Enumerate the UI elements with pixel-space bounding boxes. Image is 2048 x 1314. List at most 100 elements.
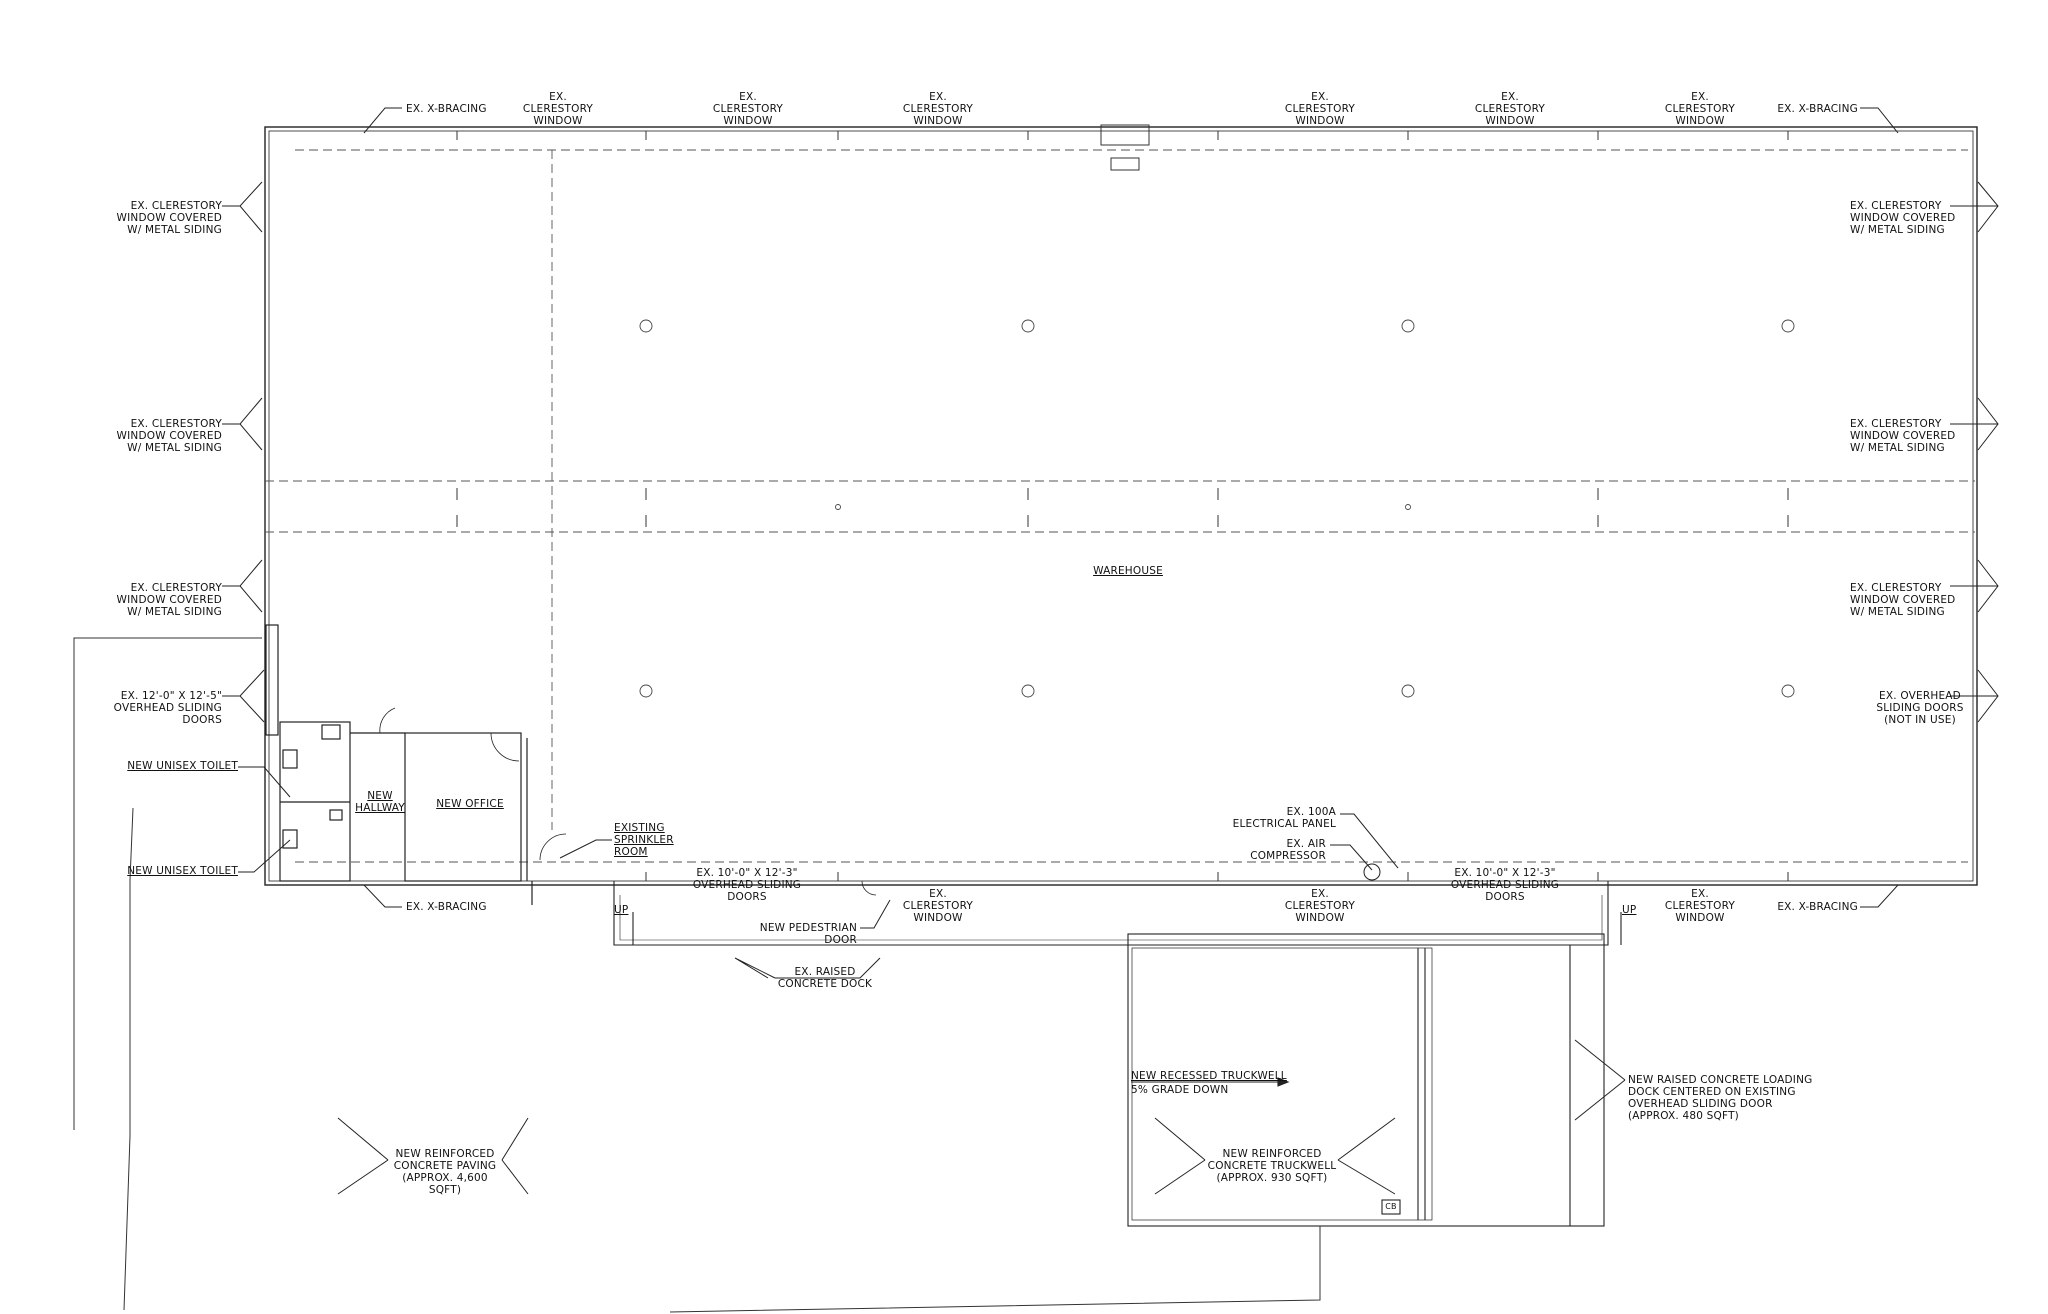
site-boundary-bottom bbox=[669, 1226, 1321, 1313]
building-outer-wall bbox=[264, 126, 1978, 886]
column-marker bbox=[1401, 319, 1415, 333]
new-office-label: NEW OFFICE bbox=[436, 798, 504, 810]
top-leader-xbracing-right bbox=[1860, 107, 1899, 134]
column-marker bbox=[1401, 684, 1415, 698]
catch-basin bbox=[1381, 1199, 1401, 1215]
bottom-overhead-doors-right-label: EX. 10'-0" X 12'-3" OVERHEAD SLIDING DOO… bbox=[1450, 867, 1560, 903]
column-marker bbox=[1021, 684, 1035, 698]
concrete-paving-label: NEW REINFORCED CONCRETE PAVING (APPROX. … bbox=[393, 1148, 497, 1196]
air-compressor-symbol bbox=[1363, 863, 1381, 881]
office-room-wall bbox=[404, 732, 522, 882]
new-hallway-label: NEW HALLWAY bbox=[355, 790, 405, 814]
raised-dock-leader-2 bbox=[775, 957, 881, 979]
compressor-leader bbox=[1330, 844, 1373, 871]
bottom-x-bracing-left-label: EX. X-BRACING bbox=[406, 901, 487, 913]
top-clerestory-label-4: EX. CLERESTORY WINDOW bbox=[1284, 91, 1356, 127]
sink-fixture bbox=[321, 724, 341, 740]
warehouse-label: WAREHOUSE bbox=[1093, 565, 1163, 577]
sink-fixture bbox=[329, 809, 343, 821]
top-x-bracing-left-label: EX. X-BRACING bbox=[406, 103, 487, 115]
column-marker bbox=[639, 319, 653, 333]
electrical-panel-label: EX. 100A ELECTRICAL PANEL bbox=[1232, 806, 1336, 830]
unisex-toilet-label-2: NEW UNISEX TOILET bbox=[127, 865, 238, 877]
top-clerestory-label-5: EX. CLERESTORY WINDOW bbox=[1474, 91, 1546, 127]
loading-dock-leader bbox=[1574, 1079, 1626, 1121]
left-door-frame bbox=[265, 624, 279, 736]
up-arrow-label-right: UP bbox=[1622, 904, 1637, 916]
left-leader-4 bbox=[239, 669, 265, 723]
electrical-leader bbox=[1340, 813, 1399, 869]
truckwell-leader bbox=[1154, 1117, 1206, 1161]
bottom-clerestory-label-c: EX. CLERESTORY WINDOW bbox=[1664, 888, 1736, 924]
recessed-truckwell-label: NEW RECESSED TRUCKWELL bbox=[1131, 1070, 1287, 1082]
top-x-bracing-right-label: EX. X-BRACING bbox=[1777, 103, 1858, 115]
truckwell-inner bbox=[1131, 947, 1433, 1221]
toilet-fixture bbox=[282, 749, 298, 769]
bottom-clerestory-label-b: EX. CLERESTORY WINDOW bbox=[1284, 888, 1356, 924]
office-door-swing bbox=[490, 732, 520, 762]
building-inner-wall bbox=[268, 130, 1974, 882]
site-boundary-paving bbox=[123, 807, 134, 1311]
hallway-door-swing bbox=[379, 707, 396, 734]
right-covered-window-label-1: EX. CLERESTORY WINDOW COVERED W/ METAL S… bbox=[1850, 200, 1956, 236]
loading-dock-label: NEW RAISED CONCRETE LOADING DOCK CENTERE… bbox=[1628, 1074, 1813, 1122]
left-covered-window-label-3: EX. CLERESTORY WINDOW COVERED W/ METAL S… bbox=[116, 582, 222, 618]
loading-dock-leader bbox=[1574, 1039, 1626, 1081]
left-leader-3 bbox=[239, 559, 263, 613]
site-boundary-left bbox=[73, 637, 262, 1130]
grade-down-label: 5% GRADE DOWN bbox=[1131, 1084, 1229, 1096]
column-marker bbox=[639, 684, 653, 698]
column-marker-small bbox=[835, 504, 841, 510]
paving-leader bbox=[337, 1117, 389, 1161]
bottom-leader-xbracing-left bbox=[363, 884, 402, 908]
pedestrian-door-swing bbox=[861, 880, 877, 896]
truckwell-leader bbox=[1154, 1159, 1206, 1195]
left-leader-2 bbox=[239, 397, 263, 451]
grade-arrowhead bbox=[1277, 1077, 1290, 1087]
bottom-leader-xbracing-right bbox=[1860, 884, 1899, 908]
bottom-x-bracing-right-label: EX. X-BRACING bbox=[1777, 901, 1858, 913]
right-covered-window-label-2: EX. CLERESTORY WINDOW COVERED W/ METAL S… bbox=[1850, 418, 1956, 454]
top-clerestory-label-1: EX. CLERESTORY WINDOW bbox=[522, 91, 594, 127]
raised-dock-inner bbox=[619, 895, 1603, 941]
column-marker bbox=[1781, 684, 1795, 698]
left-covered-window-label-2: EX. CLERESTORY WINDOW COVERED W/ METAL S… bbox=[116, 418, 222, 454]
recessed-truckwell-outline bbox=[1127, 933, 1605, 1227]
column-marker bbox=[1781, 319, 1795, 333]
catch-basin-label: CB bbox=[1385, 1202, 1397, 1211]
sprinkler-leader bbox=[559, 839, 612, 859]
paving-leader bbox=[501, 1117, 529, 1161]
raised-dock-label: EX. RAISED CONCRETE DOCK bbox=[777, 966, 873, 990]
toilet-leader-2 bbox=[238, 839, 291, 873]
raised-dock-leader bbox=[734, 957, 776, 979]
left-covered-window-label-1: EX. CLERESTORY WINDOW COVERED W/ METAL S… bbox=[116, 200, 222, 236]
top-clerestory-label-2: EX. CLERESTORY WINDOW bbox=[712, 91, 784, 127]
up-arrow-label-left: UP bbox=[614, 904, 629, 916]
sprinkler-room-label: EXISTING SPRINKLER ROOM bbox=[614, 822, 674, 858]
paving-leader bbox=[337, 1159, 389, 1195]
bottom-overhead-doors-left-label: EX. 10'-0" X 12'-3" OVERHEAD SLIDING DOO… bbox=[692, 867, 802, 903]
left-leader-1 bbox=[239, 181, 263, 233]
column-marker-small bbox=[1405, 504, 1411, 510]
left-overhead-doors-label: EX. 12'-0" X 12'-5" OVERHEAD SLIDING DOO… bbox=[113, 690, 222, 726]
roof-fixture-base bbox=[1110, 157, 1140, 171]
pedestrian-door-leader bbox=[860, 899, 891, 929]
paving-leader bbox=[501, 1159, 529, 1195]
truckwell-leader bbox=[1337, 1159, 1396, 1195]
concrete-truckwell-label: NEW REINFORCED CONCRETE TRUCKWELL (APPRO… bbox=[1207, 1148, 1337, 1184]
sprinkler-door-swing bbox=[539, 833, 567, 861]
right-covered-window-label-3: EX. CLERESTORY WINDOW COVERED W/ METAL S… bbox=[1850, 582, 1956, 618]
raised-concrete-dock bbox=[613, 881, 1609, 946]
top-leader-xbracing-left bbox=[363, 107, 402, 134]
air-compressor-label: EX. AIR COMPRESSOR bbox=[1250, 838, 1326, 862]
toilet-fixture bbox=[282, 829, 298, 849]
toilet-leader-1 bbox=[238, 766, 291, 798]
top-clerestory-label-6: EX. CLERESTORY WINDOW bbox=[1664, 91, 1736, 127]
right-overhead-doors-label: EX. OVERHEAD SLIDING DOORS (NOT IN USE) bbox=[1876, 690, 1964, 726]
pedestrian-door-label: NEW PEDESTRIAN DOOR bbox=[759, 922, 857, 946]
bottom-clerestory-label-a: EX. CLERESTORY WINDOW bbox=[902, 888, 974, 924]
truckwell-leader bbox=[1337, 1117, 1396, 1161]
column-marker bbox=[1021, 319, 1035, 333]
roof-fixture bbox=[1100, 124, 1150, 146]
